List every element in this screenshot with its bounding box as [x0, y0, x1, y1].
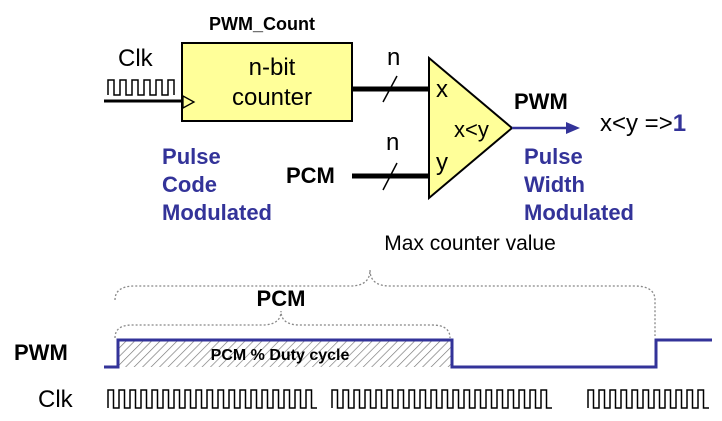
pwm-legend-line-1: Pulse [524, 144, 583, 169]
counter-title: PWM_Count [209, 14, 315, 34]
pcm-legend-line-3: Modulated [162, 200, 272, 225]
pwm-legend: Pulse Width Modulated [524, 144, 634, 225]
clk-waveform [107, 389, 709, 409]
pwm-legend-line-3: Modulated [524, 200, 634, 225]
bus-x-slash [382, 75, 398, 103]
clk-signal-label: Clk [38, 386, 74, 413]
pcm-legend-line-2: Code [162, 172, 217, 197]
pcm-span-label: PCM [257, 286, 306, 311]
bus-width-bottom: n [386, 129, 399, 156]
pwm-legend-line-2: Width [524, 172, 585, 197]
pcm-legend: Pulse Code Modulated [162, 144, 272, 225]
pcm-input-label: PCM [286, 163, 335, 188]
pwm-signal-label: PWM [14, 340, 68, 365]
max-counter-label: Max counter value [384, 232, 556, 255]
duty-cycle-label: PCM % Duty cycle [211, 347, 350, 364]
pcm-span-brace [114, 310, 451, 339]
pwm-waveform [104, 338, 712, 369]
clock-wave-icon [107, 79, 175, 96]
comparator-op: x<y [454, 117, 489, 142]
max-counter-brace [114, 269, 656, 336]
pcm-legend-line-1: Pulse [162, 144, 221, 169]
output-arrow-icon [566, 122, 580, 134]
clock-edge-triangle [182, 94, 196, 110]
bus-width-top: n [387, 44, 400, 71]
counter-line2: counter [232, 84, 312, 111]
bus-y-slash [382, 162, 398, 191]
output-rule-value: 1 [673, 110, 686, 137]
output-label: PWM [514, 89, 568, 114]
duty-cycle-region [118, 340, 452, 367]
comparator-input-x: x [436, 76, 448, 103]
output-rule: x<y =>1 [600, 110, 686, 137]
clk-input-label: Clk [118, 45, 154, 72]
comparator-block [428, 55, 514, 201]
comparator-input-y: y [436, 149, 448, 176]
counter-line1: n-bit [249, 54, 296, 81]
counter-block [181, 42, 353, 122]
